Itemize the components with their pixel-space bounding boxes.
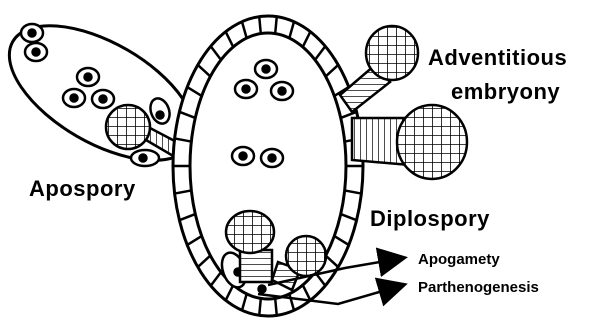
label-apospory: Apospory bbox=[29, 176, 136, 201]
label-parthenogenesis: Parthenogenesis bbox=[418, 279, 539, 296]
label-diplospory: Diplospory bbox=[370, 206, 490, 231]
adventitious-embryo-upper bbox=[340, 26, 418, 112]
label-apogamety: Apogamety bbox=[418, 251, 500, 268]
wall-cell-divider bbox=[259, 17, 261, 34]
label-embryony: embryony bbox=[451, 79, 560, 104]
wall-cell-divider bbox=[259, 298, 261, 315]
adventitious-embryo-lower bbox=[352, 105, 467, 179]
label-adventitious: Adventitious bbox=[428, 45, 567, 70]
wall-cell-divider bbox=[275, 17, 277, 34]
wall-cell-divider bbox=[275, 298, 277, 315]
